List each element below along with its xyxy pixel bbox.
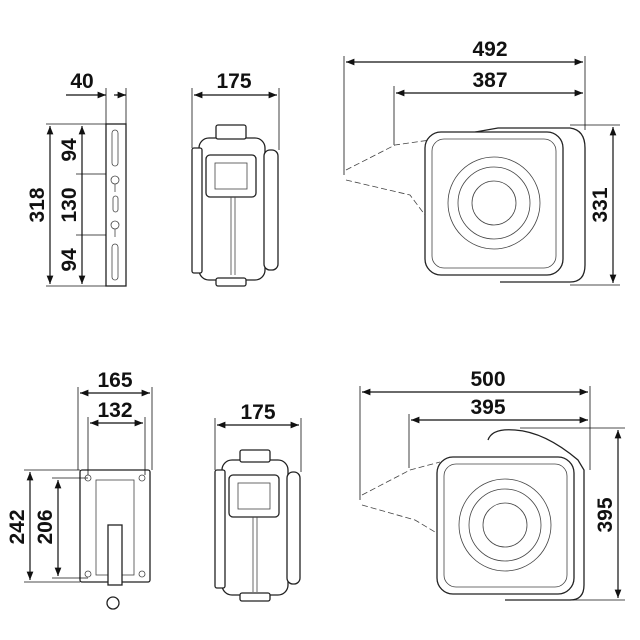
mounting-plate-view: 165 132 242 206	[6, 369, 153, 610]
dim-front-width-bottom: 175	[240, 401, 275, 424]
dim-bracket-width: 40	[70, 70, 93, 93]
dim-plate-inner-height: 206	[34, 509, 57, 544]
dim-side-height-top: 331	[589, 187, 612, 222]
reel-side-view-top: 492 387 331	[343, 38, 620, 286]
dim-plate-outer-height: 242	[6, 509, 29, 544]
dim-bracket-height: 318	[26, 187, 49, 222]
dim-side-body-top: 387	[472, 69, 507, 92]
dim-side-body-bottom: 395	[470, 396, 505, 419]
dim-side-height-bottom: 395	[594, 497, 617, 532]
reel-side-view-bottom: 500 395 395	[359, 368, 625, 601]
bracket-side-view: 40 318 94 130 94	[26, 70, 127, 287]
dim-bracket-seg-bottom: 94	[58, 248, 81, 272]
dim-bracket-seg-mid: 130	[58, 187, 81, 222]
dim-front-width-top: 175	[216, 70, 251, 93]
dim-bracket-seg-top: 94	[58, 138, 81, 162]
dim-side-overall-top: 492	[472, 38, 507, 61]
dim-side-overall-bottom: 500	[470, 368, 505, 391]
reel-front-view-bottom: 175	[214, 401, 302, 602]
dim-plate-inner-width: 132	[97, 399, 132, 422]
reel-front-view-top: 175	[191, 70, 280, 287]
dim-plate-outer-width: 165	[97, 369, 132, 392]
